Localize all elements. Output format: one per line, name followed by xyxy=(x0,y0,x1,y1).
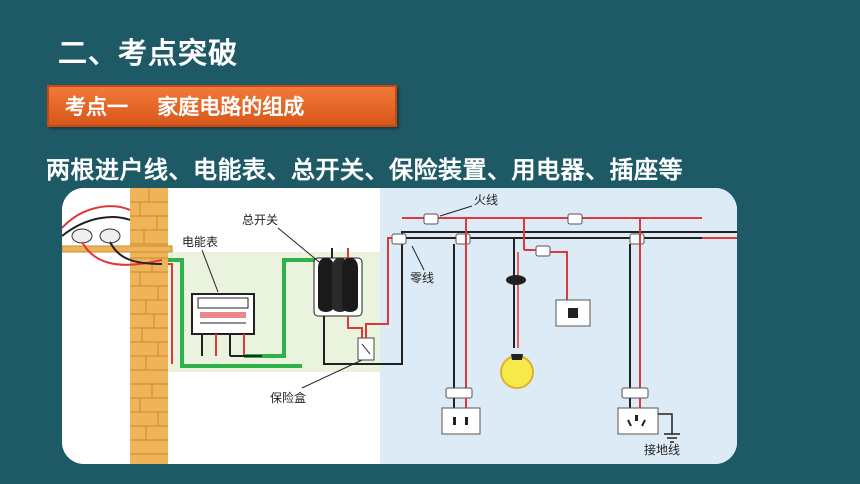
energy-meter xyxy=(191,293,255,356)
service-entrance xyxy=(62,205,173,266)
main-switch xyxy=(313,248,363,317)
ground-symbol xyxy=(664,433,680,443)
components-summary: 两根进户线、电能表、总开关、保险装置、用电器、插座等 xyxy=(46,156,683,184)
main-switch-label: 总开关 xyxy=(242,213,278,227)
live-wire-label: 火线 xyxy=(474,193,498,207)
fuse-box xyxy=(357,323,375,361)
meter-label: 电能表 xyxy=(182,235,218,249)
ground-wire-label: 接地线 xyxy=(644,442,680,457)
neutral-wire-label: 零线 xyxy=(410,271,434,285)
household-circuit-diagram: 电能表 总开关 保险盒 xyxy=(62,188,737,464)
house-wiring xyxy=(391,213,702,443)
brick-wall xyxy=(130,188,168,464)
slide-title: 二、考点突破 xyxy=(58,36,239,70)
fuse-box-label: 保险盒 xyxy=(270,390,306,405)
two-pin-socket xyxy=(441,407,481,435)
light-bulb xyxy=(500,355,534,389)
topic-badge: 考点一 家庭电路的组成 xyxy=(47,85,397,127)
